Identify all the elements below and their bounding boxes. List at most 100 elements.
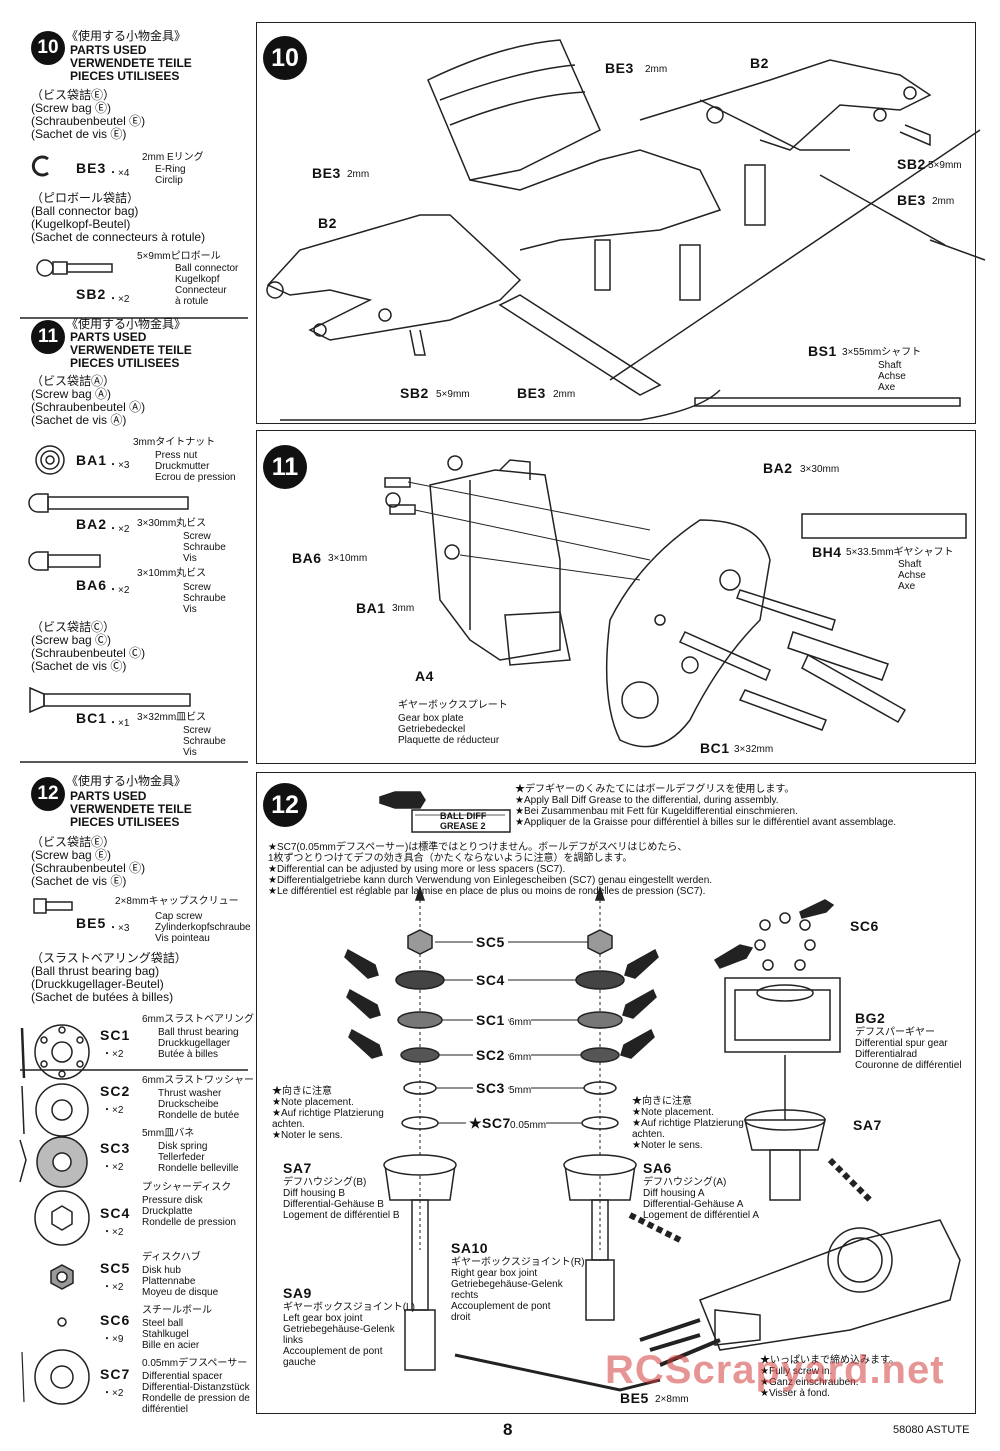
label-size: 2mm — [347, 169, 370, 180]
step-12-panel — [256, 772, 976, 1414]
screw-bag-a-label: （ビス袋詰Ⓐ）(Screw bag Ⓐ) (Schraubenbeutel Ⓐ)… — [31, 374, 146, 427]
screw-note: ★いっぱいまで締め込みます。★Fully screw in. ★Ganz ein… — [760, 1355, 899, 1399]
part-jp: 6mmスラストワッシャー — [142, 1075, 255, 1086]
step-10-panel-badge: 10 — [263, 36, 307, 80]
parts-used-header-de: VERWENDETE TEILE — [70, 343, 192, 357]
label-sb2: SB2 — [400, 385, 429, 401]
stack-label-sc7: ★SC7 — [466, 1115, 514, 1132]
label-sa7-left: SA7 — [283, 1160, 312, 1176]
part-qty: ・×1 — [108, 718, 130, 729]
label-b2: B2 — [318, 215, 337, 231]
step-12-panel-badge: 12 — [263, 783, 307, 827]
label-bc1: BC1 — [700, 740, 730, 756]
part-code-bc1: BC1 — [76, 710, 108, 726]
label-be5: BE5 — [620, 1390, 649, 1406]
part-code-sc3: SC3 — [100, 1140, 131, 1156]
parts-used-header-de: VERWENDETE TEILE — [70, 802, 192, 816]
part-code-sc6: SC6 — [100, 1312, 131, 1328]
label-sa9: SA9 — [283, 1285, 312, 1301]
step-11-panel-badge: 11 — [263, 445, 307, 489]
part-qty: ・×9 — [102, 1334, 124, 1345]
label-be3: BE3 — [605, 60, 634, 76]
label-sa9-desc: ギヤーボックスジョイント(L)Left gear box joint Getri… — [283, 1302, 415, 1368]
label-be3: BE3 — [897, 192, 926, 208]
thrust-bearing-bag-label: （スラストベアリング袋詰）(Ball thrust bearing bag) (… — [31, 951, 187, 1004]
part-jp: プッシャーディスク — [142, 1182, 232, 1193]
parts-used-header-jp: 《使用する小物金具》 — [66, 317, 187, 331]
label-sa7-desc: デフハウジング(B)Diff housing B Differential-Ge… — [283, 1177, 400, 1221]
part-qty: ・×3 — [108, 460, 130, 471]
label-ba2: BA2 — [763, 460, 793, 476]
label-size: 5×9mm — [928, 160, 962, 171]
part-qty: ・×2 — [102, 1105, 124, 1116]
screw-bag-e-label: （ビス袋詰Ⓔ）(Screw bag Ⓔ) (Schraubenbeutel Ⓔ)… — [31, 88, 146, 141]
sc7-note: ★SC7(0.05mmデフスペーサー)は標準ではとりつけません。ボールデフがスベ… — [268, 842, 713, 897]
part-code-sc2: SC2 — [100, 1083, 131, 1099]
screw-bag-c-label: （ビス袋詰Ⓒ）(Screw bag Ⓒ) (Schraubenbeutel Ⓒ)… — [31, 620, 146, 673]
label-be3: BE3 — [312, 165, 341, 181]
part-qty: ・×2 — [108, 524, 130, 535]
label-size: 3×32mm — [734, 744, 774, 755]
stack-label-sc5: SC5 — [473, 934, 508, 950]
step-10-panel — [256, 22, 976, 424]
step-11-badge: 11 — [31, 320, 65, 354]
label-sa10: SA10 — [451, 1240, 489, 1256]
label-b2: B2 — [750, 55, 769, 71]
placement-note-left: ★向きに注意★Note placement. ★Auf richtige Pla… — [272, 1086, 384, 1141]
part-code-sc4: SC4 — [100, 1205, 131, 1221]
watermark: RCScrapyard.net — [605, 1348, 945, 1392]
label-sc6: SC6 — [850, 918, 879, 934]
part-code-be5: BE5 — [76, 915, 107, 931]
label-size: 3mm — [392, 603, 415, 614]
part-code-ba6: BA6 — [76, 577, 108, 593]
parts-used-header-jp: 《使用する小物金具》 — [66, 774, 187, 788]
part-code-sc7: SC7 — [100, 1366, 131, 1382]
stack-label-sc2: SC2 — [473, 1047, 508, 1063]
part-jp: 5mm皿バネ — [142, 1128, 195, 1139]
label-sa6: SA6 — [643, 1160, 672, 1176]
parts-used-header-fr: PIECES UTILISEES — [70, 69, 180, 83]
step-10-badge: 10 — [31, 31, 65, 65]
screw-bag-e-label: （ビス袋詰Ⓔ）(Screw bag Ⓔ) (Schraubenbeutel Ⓔ)… — [31, 835, 146, 888]
stack-size: 6mm — [509, 1052, 532, 1063]
part-code-sc1: SC1 — [100, 1027, 131, 1043]
label-jp: ギヤーボックスプレート — [398, 700, 508, 711]
model-number: 58080 ASTUTE — [893, 1424, 970, 1436]
label-size: 5×9mm — [436, 389, 470, 400]
part-jp: 0.05mmデフスペーサー — [142, 1358, 248, 1369]
step-12-badge: 12 — [31, 777, 65, 811]
label-size: 2×8mm — [655, 1394, 689, 1405]
part-jp: 5×9mmピロボール — [137, 251, 221, 262]
part-jp: 6mmスラストベアリング — [142, 1014, 255, 1025]
stack-label-sc3: SC3 — [473, 1080, 508, 1096]
part-code-be3: BE3 — [76, 160, 107, 176]
stack-label-sc4: SC4 — [473, 972, 508, 988]
label-sa7-right: SA7 — [853, 1117, 882, 1133]
part-code-sc5: SC5 — [100, 1260, 131, 1276]
part-code-ba1: BA1 — [76, 452, 108, 468]
label-size: 3×30mm — [800, 464, 840, 475]
part-qty: ・×2 — [102, 1049, 124, 1060]
label-sa10-desc: ギヤーボックスジョイント(R)Right gear box joint Getr… — [451, 1257, 585, 1323]
label-sa6-desc: デフハウジング(A)Diff housing A Differential-Ge… — [643, 1177, 760, 1221]
stack-size: 0.05mm — [510, 1120, 547, 1131]
part-qty: ・×2 — [102, 1162, 124, 1173]
stack-size: 5mm — [509, 1085, 532, 1096]
parts-used-header-jp: 《使用する小物金具》 — [66, 29, 187, 43]
parts-used-header-en: PARTS USED — [70, 43, 147, 57]
